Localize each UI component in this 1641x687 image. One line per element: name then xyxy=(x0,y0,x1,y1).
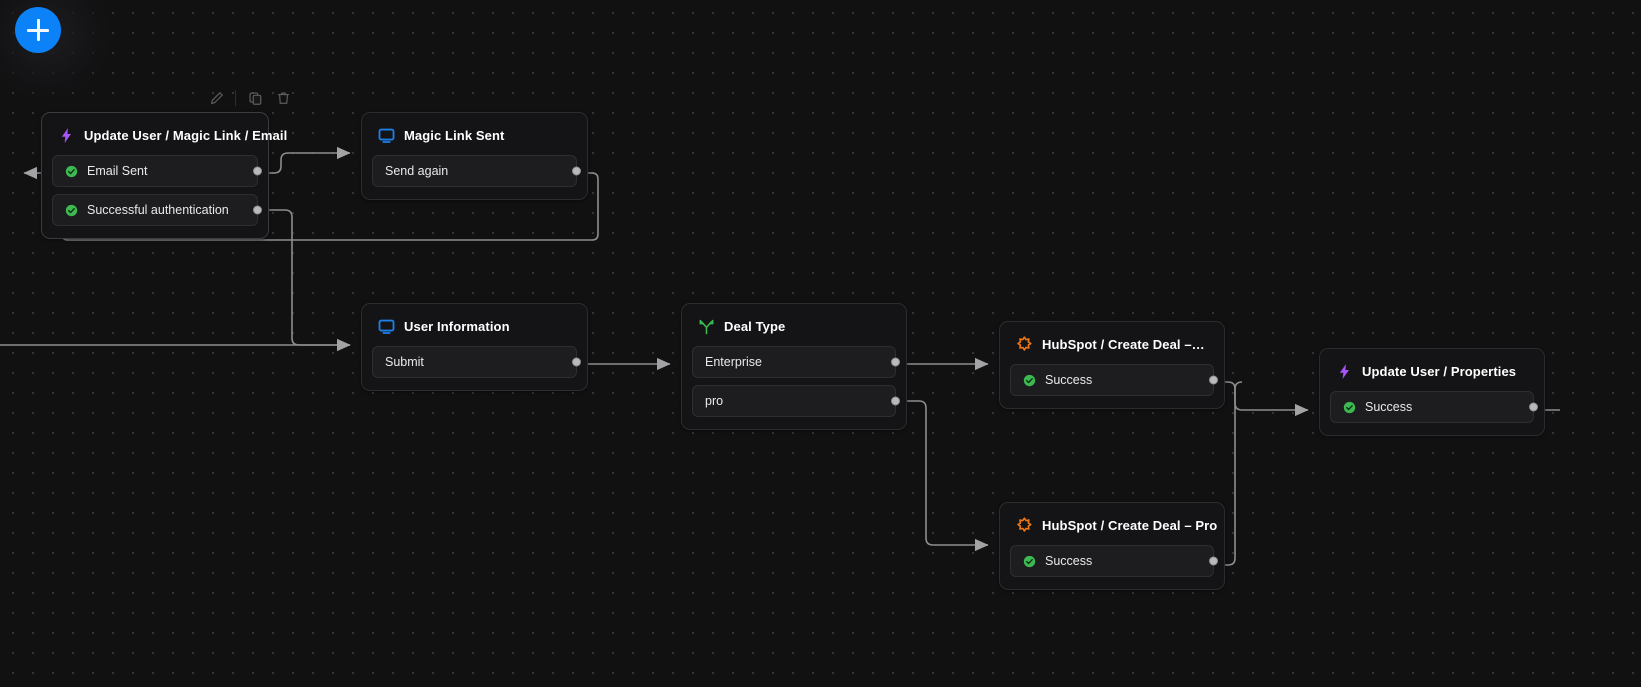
node-update-user-magic-link-email[interactable]: Update User / Magic Link / Email Email S… xyxy=(41,112,287,239)
port-output-handle[interactable] xyxy=(891,357,900,367)
node-header: HubSpot / Create Deal – Pro xyxy=(1000,503,1224,545)
port-label: Enterprise xyxy=(705,355,762,369)
port-success[interactable]: Success xyxy=(1010,364,1218,396)
port-label: Success xyxy=(1045,554,1093,568)
node-header: Magic Link Sent xyxy=(362,113,587,155)
port-label: Send again xyxy=(385,164,449,178)
edge-auth-to-user-info xyxy=(264,209,351,352)
hubspot-icon xyxy=(1017,517,1032,532)
port-enterprise[interactable]: Enterprise xyxy=(692,346,900,378)
port-label: pro xyxy=(705,394,724,408)
port-pro[interactable]: pro xyxy=(692,385,900,417)
port-successful-authentication[interactable]: Successful authentication xyxy=(52,194,262,226)
node-magic-link-sent[interactable]: Magic Link Sent Send again xyxy=(361,112,588,200)
branch-icon xyxy=(699,319,714,335)
node-ports: Success xyxy=(1000,364,1224,408)
node-ports: Send again xyxy=(362,155,587,199)
screen-icon xyxy=(378,128,395,143)
port-output-handle[interactable] xyxy=(1209,556,1218,566)
pencil-icon xyxy=(210,91,223,104)
plus-icon-vertical xyxy=(36,19,40,41)
node-title: Update User / Properties xyxy=(1362,364,1517,379)
port-label: Submit xyxy=(385,355,424,369)
check-circle-icon xyxy=(65,165,78,177)
add-node-button[interactable] xyxy=(15,7,61,53)
port-label: Email Sent xyxy=(87,164,148,178)
toolbar-divider xyxy=(235,90,236,106)
node-header: Update User / Properties xyxy=(1320,349,1544,391)
edge-hubspot-ent-success xyxy=(1220,381,1309,417)
edit-node-button[interactable] xyxy=(205,87,227,109)
node-title: Magic Link Sent xyxy=(404,128,505,143)
node-ports: Success xyxy=(1000,545,1224,589)
port-label: Successful authentication xyxy=(87,203,229,217)
node-ports: Enterprise pro xyxy=(682,346,906,429)
node-hubspot-create-deal-pro[interactable]: HubSpot / Create Deal – Pro Success xyxy=(999,502,1225,590)
port-output-handle[interactable] xyxy=(891,396,900,406)
port-label: Success xyxy=(1045,373,1093,387)
node-title: Update User / Magic Link / Email xyxy=(84,128,288,143)
node-ports: Success xyxy=(1320,391,1544,435)
node-header: Deal Type xyxy=(682,304,906,346)
edge-email-sent-to-magic-link xyxy=(264,146,351,174)
port-output-handle[interactable] xyxy=(1209,375,1218,385)
bolt-icon xyxy=(61,128,71,143)
duplicate-node-button[interactable] xyxy=(244,87,266,109)
check-circle-icon xyxy=(1343,401,1356,413)
node-user-information[interactable]: User Information Submit xyxy=(361,303,588,391)
node-title: Deal Type xyxy=(724,319,786,334)
port-output-handle[interactable] xyxy=(1529,402,1538,412)
node-header: Update User / Magic Link / Email xyxy=(42,113,287,155)
check-circle-icon xyxy=(1023,555,1036,567)
node-hubspot-create-deal-enterprise[interactable]: HubSpot / Create Deal –… Success xyxy=(999,321,1225,409)
port-output-handle[interactable] xyxy=(253,166,262,176)
port-send-again[interactable]: Send again xyxy=(372,155,581,187)
port-output-handle[interactable] xyxy=(572,357,581,367)
node-deal-type[interactable]: Deal Type Enterprise pro xyxy=(681,303,907,430)
node-ports: Submit xyxy=(362,346,587,390)
port-email-sent[interactable]: Email Sent xyxy=(52,155,262,187)
bolt-icon xyxy=(1339,364,1349,379)
port-output-handle[interactable] xyxy=(572,166,581,176)
check-circle-icon xyxy=(1023,374,1036,386)
node-ports: Email Sent Successful authentication xyxy=(42,155,268,238)
node-update-user-properties[interactable]: Update User / Properties Success xyxy=(1319,348,1545,436)
node-header: User Information xyxy=(362,304,587,346)
node-title: User Information xyxy=(404,319,510,334)
screen-icon xyxy=(378,319,395,334)
port-submit[interactable]: Submit xyxy=(372,346,581,378)
node-toolbar[interactable] xyxy=(205,87,294,109)
node-header: HubSpot / Create Deal –… xyxy=(1000,322,1224,364)
node-title: HubSpot / Create Deal –… xyxy=(1042,337,1205,352)
port-success[interactable]: Success xyxy=(1010,545,1218,577)
port-output-handle[interactable] xyxy=(253,205,262,215)
port-label: Success xyxy=(1365,400,1413,414)
copy-icon xyxy=(248,91,261,105)
check-circle-icon xyxy=(65,204,78,216)
node-title: HubSpot / Create Deal – Pro xyxy=(1042,518,1218,533)
hubspot-icon xyxy=(1017,336,1032,351)
delete-node-button[interactable] xyxy=(272,87,294,109)
edge-pro-to-hubspot-pro xyxy=(902,400,989,552)
trash-icon xyxy=(277,92,289,104)
port-success[interactable]: Success xyxy=(1330,391,1538,423)
